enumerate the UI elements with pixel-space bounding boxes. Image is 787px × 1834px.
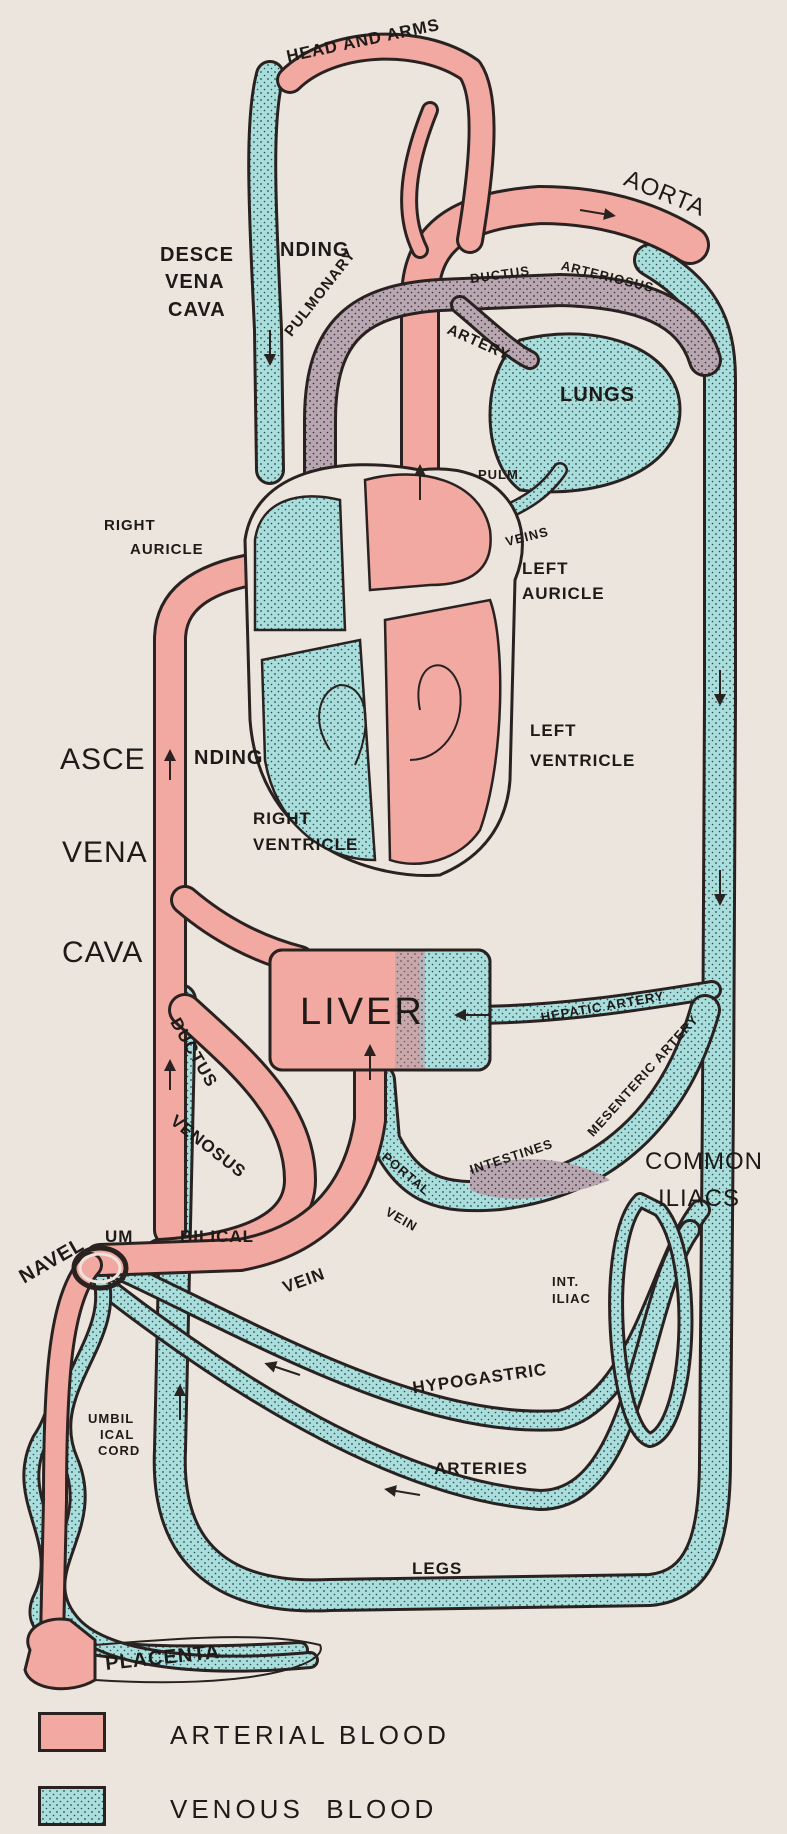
right-ventricle-label-1: RIGHT xyxy=(253,810,311,827)
right-auricle-label-2: AURICLE xyxy=(130,542,204,557)
legend-venous-swatch xyxy=(38,1786,106,1826)
pulm-label: PULM. xyxy=(478,468,523,481)
legend-venous-label: VENOUS BLOOD xyxy=(170,1794,437,1825)
legs-label: LEGS xyxy=(412,1560,462,1577)
umbilical-cord-umbil-label: UMBIL xyxy=(88,1412,134,1425)
ascending-nding-label: NDING xyxy=(194,748,263,768)
ascending-vena-label: VENA xyxy=(62,838,148,868)
descending-vena-label: VENA xyxy=(165,272,225,292)
int-label: INT. xyxy=(552,1275,579,1288)
left-ventricle-label-1: LEFT xyxy=(530,722,577,739)
left-ventricle-label-2: VENTRICLE xyxy=(530,752,635,769)
umbilical-cord-ical-label: ICAL xyxy=(100,1428,134,1441)
umbilical-cord-cord-label: CORD xyxy=(98,1444,140,1457)
left-auricle-label-1: LEFT xyxy=(522,560,569,577)
umbilical-um-label: UM xyxy=(105,1228,133,1245)
arteries-label: ARTERIES xyxy=(434,1460,528,1477)
descending-cava-label: CAVA xyxy=(168,300,226,320)
right-auricle-shape xyxy=(255,496,345,630)
umbilical-bilical-label: BILICAL xyxy=(180,1228,254,1245)
right-auricle-label-1: RIGHT xyxy=(104,518,156,533)
iliac-label: ILIAC xyxy=(552,1292,591,1305)
ascending-asce-label: ASCE xyxy=(60,745,146,775)
right-ventricle-label-2: VENTRICLE xyxy=(253,836,358,853)
legend-arterial-label: ARTERIAL BLOOD xyxy=(170,1720,450,1751)
ascending-cava-label: CAVA xyxy=(62,938,143,968)
left-auricle-label-2: AURICLE xyxy=(522,585,605,602)
lungs-label: LUNGS xyxy=(560,385,635,405)
descending-desce-label: DESCE xyxy=(160,245,234,265)
common-label: COMMON xyxy=(645,1150,763,1174)
iliacs-label: ILIACS xyxy=(658,1187,740,1211)
liver-label: LIVER xyxy=(300,993,425,1031)
left-ventricle-shape xyxy=(385,600,500,864)
legend-arterial-swatch xyxy=(38,1712,106,1752)
